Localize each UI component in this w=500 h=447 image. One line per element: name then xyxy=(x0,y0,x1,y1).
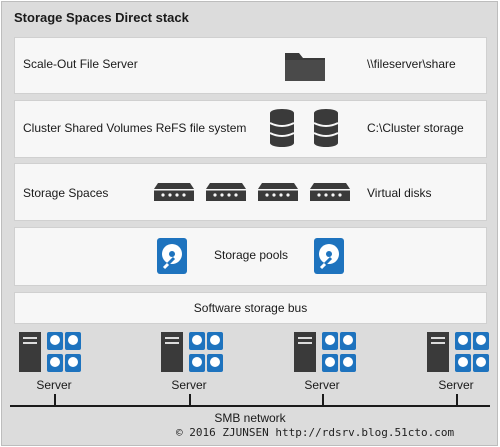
virtual-disk-icon xyxy=(153,182,195,202)
server-label: Server xyxy=(438,378,474,392)
network-drop-line xyxy=(189,394,191,406)
network-line xyxy=(10,405,490,407)
server-icon xyxy=(19,332,81,372)
layer-label: Software storage bus xyxy=(193,301,308,315)
server-node xyxy=(159,332,239,392)
layer-label: Storage pools xyxy=(214,248,289,262)
server-node xyxy=(425,332,500,392)
virtual-disk-icon xyxy=(309,182,351,202)
virtual-disk-icon xyxy=(257,182,299,202)
server-node xyxy=(17,332,97,392)
layer-label: Scale-Out File Server xyxy=(23,57,138,71)
network-drop-line xyxy=(456,394,458,406)
server-label: Server xyxy=(36,378,72,392)
layer-label: Cluster Shared Volumes ReFS file system xyxy=(23,121,247,135)
server-label: Server xyxy=(171,378,207,392)
layer-label: Storage Spaces xyxy=(23,186,109,200)
layer-storage-pools: Storage pools xyxy=(14,227,487,286)
layer-cluster-shared-volumes: Cluster Shared Volumes ReFS file system … xyxy=(14,100,487,158)
layer-scale-out-file-server: Scale-Out File Server \\fileserver\share xyxy=(14,37,487,94)
layer-storage-spaces: Storage Spaces xyxy=(14,163,487,221)
database-icon xyxy=(313,108,339,148)
server-icon xyxy=(294,332,356,372)
folder-icon xyxy=(283,47,327,83)
network-label: SMB network xyxy=(214,411,286,425)
layer-detail: Virtual disks xyxy=(367,186,432,200)
hard-disk-icon xyxy=(156,237,188,275)
network-drop-line xyxy=(322,394,324,406)
layer-detail: C:\Cluster storage xyxy=(367,121,464,135)
server-node xyxy=(292,332,372,392)
server-icon xyxy=(161,332,223,372)
diagram-title: Storage Spaces Direct stack xyxy=(14,10,189,25)
watermark: © 2016 ZJUNSEN http://rdsrv.blog.51cto.c… xyxy=(176,426,455,439)
server-icon xyxy=(427,332,489,372)
database-icon xyxy=(269,108,295,148)
layer-detail: \\fileserver\share xyxy=(367,57,456,71)
layer-software-storage-bus: Software storage bus xyxy=(14,292,487,324)
network-drop-line xyxy=(54,394,56,406)
server-label: Server xyxy=(304,378,340,392)
virtual-disk-icon xyxy=(205,182,247,202)
hard-disk-icon xyxy=(313,237,345,275)
